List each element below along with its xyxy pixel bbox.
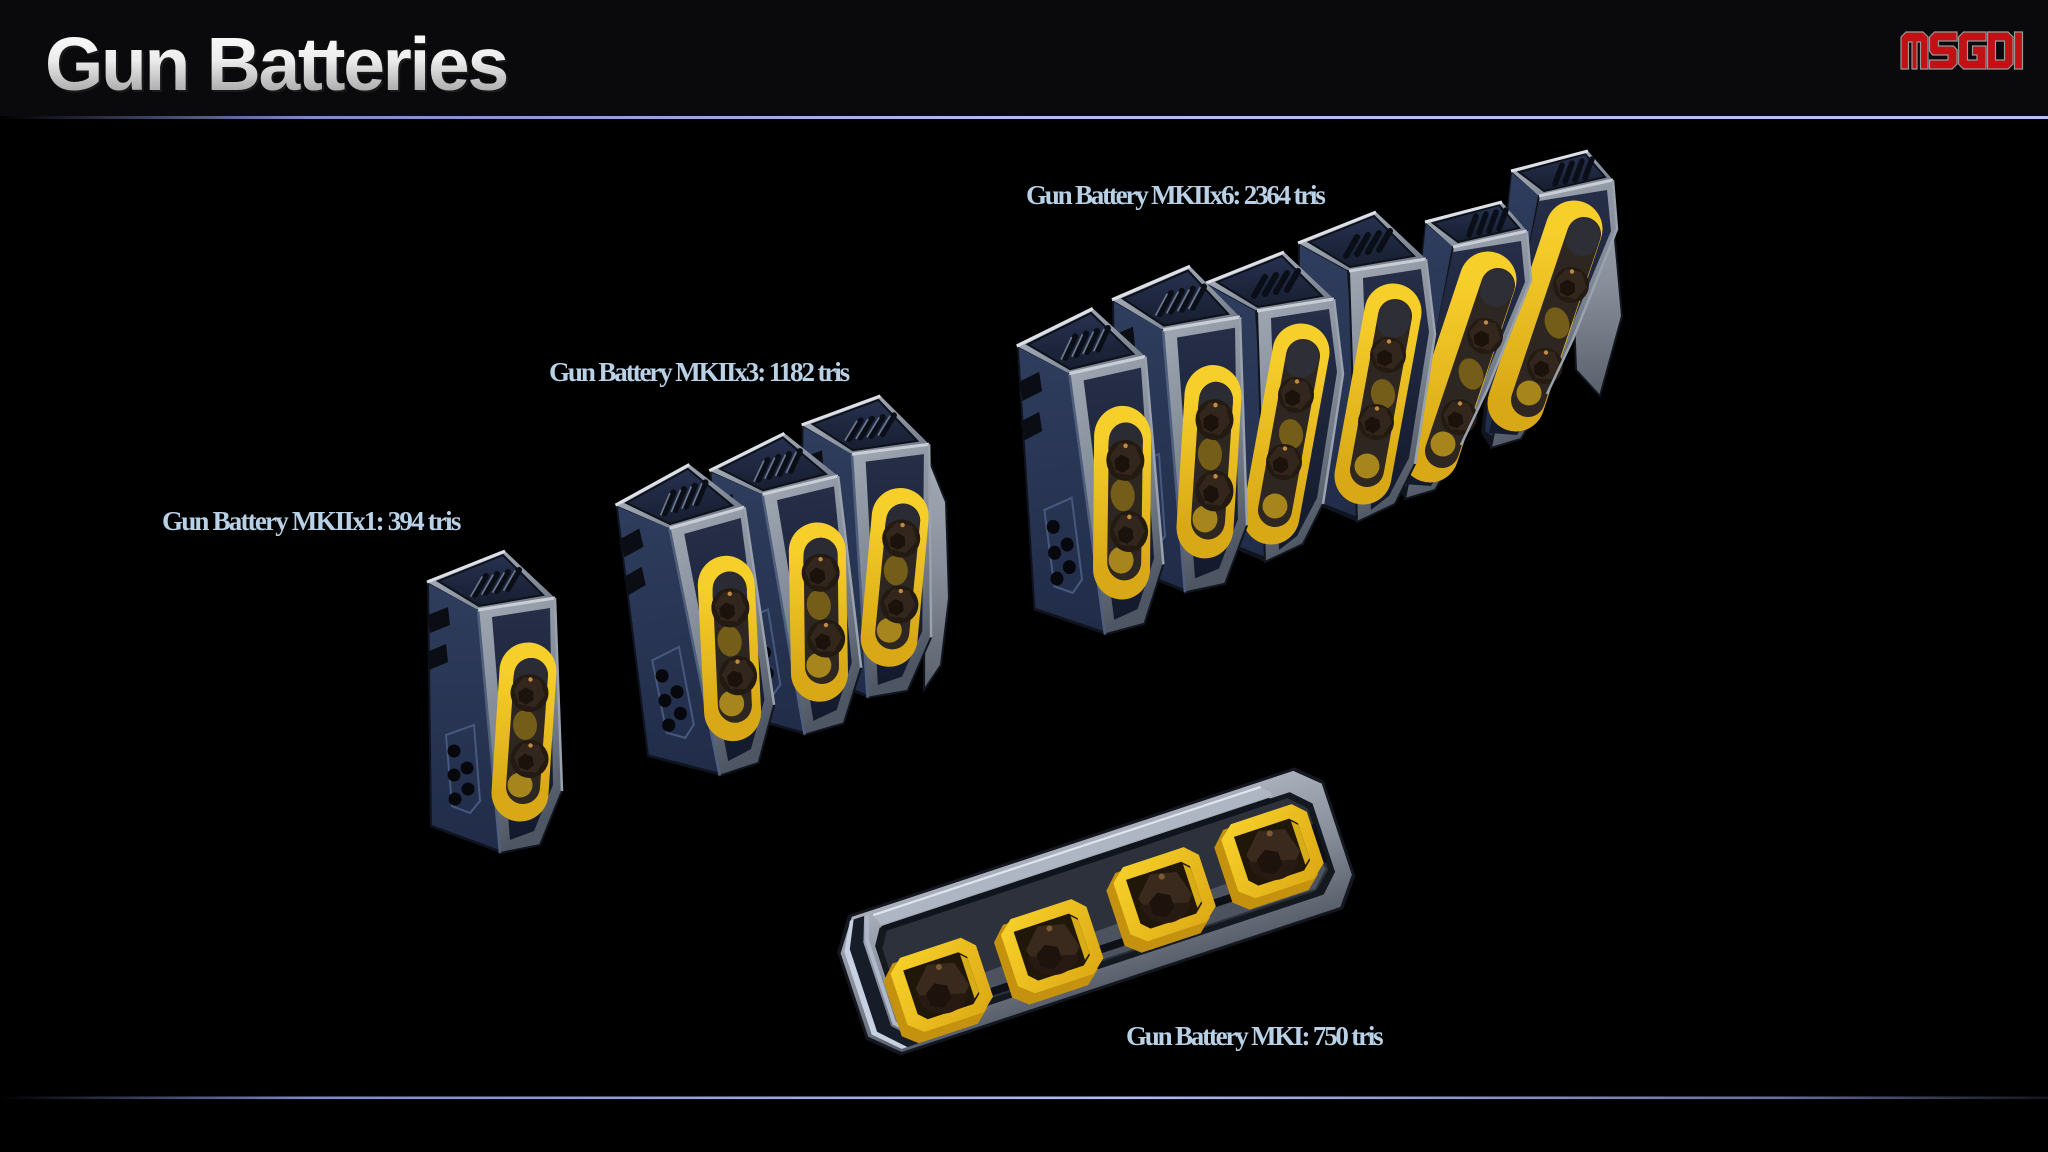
svg-text:Gun Batteries: Gun Batteries — [45, 22, 507, 106]
svg-text:Gun Battery MKIIx6: 2364 tris: Gun Battery MKIIx6: 2364 tris — [1026, 180, 1325, 210]
svg-text:Gun Battery MKIIx3: 1182 tris: Gun Battery MKIIx3: 1182 tris — [549, 357, 850, 387]
svg-text:Gun Battery MKIIx1: 394 tris: Gun Battery MKIIx1: 394 tris — [162, 506, 461, 536]
svg-text:Gun Battery MKI: 750 tris: Gun Battery MKI: 750 tris — [1126, 1021, 1383, 1051]
svg-text:Gun Batteries: Gun Batteries — [47, 24, 509, 108]
